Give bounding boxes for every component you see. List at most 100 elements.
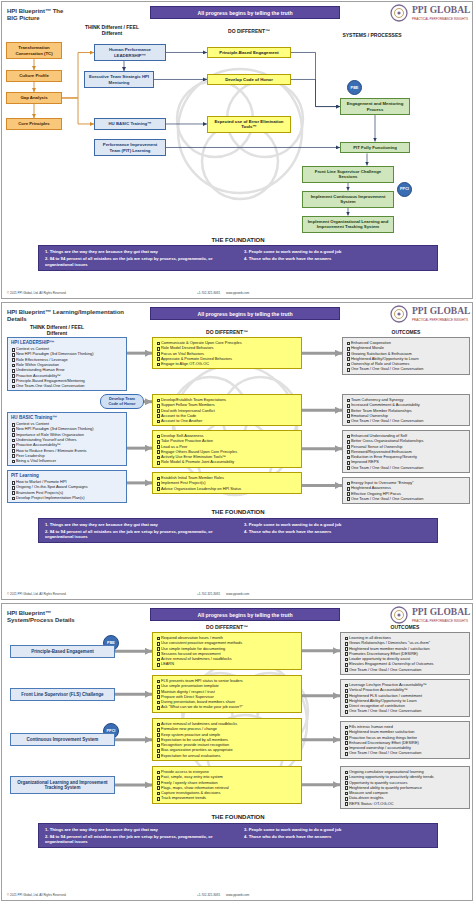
foundation-panel: 1. Things are the way they are because t…	[38, 518, 438, 544]
flow-arrow	[62, 98, 94, 124]
bullet-item: Use simple template for documenting	[156, 646, 298, 651]
bullet-item: Grows Relationships / Diminishes "us-vs-…	[344, 640, 466, 645]
truth-banner: All progress begins by telling the truth	[150, 307, 340, 320]
foundation-principle: 4. Those who do the work have the answer…	[244, 834, 431, 845]
badge-circle: PBE	[347, 80, 362, 95]
bullet-item: Principle-Based Engagement/Mentoring	[11, 378, 123, 383]
flow-arrow	[302, 783, 340, 786]
box-text: Executive Team Strategic HPI Mentoring	[87, 74, 151, 84]
system-box: Front Line Supervisor (FLS) Challenge	[10, 688, 115, 701]
bullet-item: Prepare with Direct Supervisor	[156, 694, 298, 699]
bullet-item: One Team / One Goal / One Conversation	[346, 366, 466, 371]
bullet-item: Communicate & Operate Upon Core Principl…	[156, 340, 298, 345]
flow-arrow	[34, 82, 35, 92]
bullet-item: Data-driven insights	[344, 795, 466, 800]
bullet-item: Leverage Linchpin Proactive Accountabili…	[344, 682, 466, 687]
foundation-principle: 3. People come to work wanting to do a g…	[244, 827, 431, 832]
bullet-item: Ongoing cumulative organizational learni…	[344, 769, 466, 774]
foundation-panel: 1. Things are the way they are because t…	[38, 823, 438, 849]
logo-wordmark: PPI GLOBAL	[412, 5, 474, 15]
bullet-item: Proactive Accountability™	[11, 373, 123, 378]
flow-arrow	[302, 352, 342, 355]
bullet-item: During presentation, board members share	[156, 699, 298, 704]
leadership-box: HU BASIC Training™	[94, 118, 166, 130]
box-text: Implement Organizational Learning and Im…	[305, 219, 391, 229]
bullet-item: Heightened Morale	[346, 345, 466, 350]
action-list: Establish Initial Team Member RolesImple…	[152, 472, 302, 494]
flow-arrow	[115, 693, 152, 696]
flow-arrow	[302, 409, 342, 412]
bullet-item: Develop Self-Awareness	[156, 433, 298, 438]
bullet-item: Peer Leadership	[11, 453, 123, 458]
footer-note: www.ppiweb.com	[226, 593, 286, 597]
bullet-item: Expectation for annual evaluations	[156, 753, 298, 758]
bullet-item: One Team-One Goal-One Conversation	[11, 383, 123, 388]
box-text: Principle-Based Engagement	[210, 50, 288, 55]
badge-text: PBE	[351, 86, 359, 90]
bullet-item: Enhanced Understanding of Self	[346, 433, 466, 438]
column-header: SYSTEMS / PROCESSES	[327, 32, 417, 38]
bullet-item: One Team / One Goal / One Conversation	[346, 465, 466, 470]
action-list: Required observation hours / monthUse co…	[152, 632, 302, 670]
action-box: Principle-Based Engagement	[207, 47, 291, 59]
bullet-item: New HPI Paradigm (3rd Dimension Thinking…	[11, 351, 123, 356]
foundation-band: THE FOUNDATION1. Things are the way they…	[38, 814, 438, 848]
foundation-band: THE FOUNDATION1. Things are the way they…	[38, 237, 438, 271]
action-list: Develop Self-AwarenessTake Positive Proa…	[152, 430, 302, 468]
box-text: All progress begins by telling the truth	[154, 10, 336, 16]
foundation-panel: 1. Things are the way they are because t…	[38, 245, 438, 271]
action-box: Expected use of Error Elimination Tools™	[207, 116, 291, 133]
flow-arrow	[348, 183, 349, 191]
box-text: Continuous Improvement System	[14, 737, 111, 742]
bullet-item: Take Positive Proactive Action	[156, 438, 298, 443]
badge-circle: PPCI	[397, 182, 412, 197]
logo-mark	[391, 5, 407, 21]
action-list: FLS presents team HPI status to senior l…	[152, 675, 302, 713]
outcome-list: Fills intrinsic human needHeightened tea…	[340, 721, 470, 759]
bullet-item: Required observation hours / month	[156, 635, 298, 640]
bullet-item: Active removal of landmines / roadblocks	[156, 656, 298, 661]
page-title: HPI Blueprint™ The BIG Picture	[7, 8, 69, 22]
bullet-item: Being a Vital Influencer	[11, 458, 123, 463]
flow-arrow	[166, 147, 340, 148]
bullet-item: Improved REPS	[346, 459, 466, 464]
bullet-item: One Team / One Goal / One Conversation	[346, 496, 466, 501]
flow-arrow	[375, 115, 376, 141]
column-header: OUTCOMES	[340, 624, 470, 630]
box-heading: HPI LEADERSHIP™	[11, 340, 123, 346]
logo-wordmark: PPI GLOBAL	[412, 607, 474, 617]
outcome-list: Team Coherency and SynergyIncreased Comm…	[342, 394, 470, 426]
box-text: Human Performance LEADERSHIP™	[97, 47, 163, 57]
leadership-box: Executive Team Strategic HPI Mentoring	[84, 71, 154, 88]
bullet-item: Active removal of landmines and roadbloc…	[156, 721, 298, 726]
bullet-item: Understanding Yourself and Others	[11, 437, 123, 442]
assessment-box: Gap Analysis	[6, 92, 62, 104]
bullet-item: New HPI Paradigm (3rd Dimension Thinking…	[11, 426, 123, 431]
bullet-item: Increased Commitment & Accountability	[346, 402, 466, 407]
foundation-principle: 1. Things are the way they are because t…	[45, 249, 232, 254]
column-header: OUTCOMES	[342, 329, 470, 335]
bullet-item: Proactive focus on making things better	[344, 735, 466, 740]
bullet-item: Recognition: provide instant recognition	[156, 742, 298, 747]
blueprint-page: HPI Blueprint™ System/Process DetailsAll…	[1, 603, 473, 901]
bullet-item: Emotional Ownership	[346, 413, 466, 418]
learning-box: HU BASIC Training™Context vs ContentNew …	[7, 412, 127, 466]
bullet-item: Context vs Content	[11, 421, 123, 426]
bullet-item: Freely / openly share information	[156, 780, 298, 785]
flow-arrow	[348, 208, 349, 216]
bullet-item: Expectation to be used by all members	[156, 737, 298, 742]
bullet-item: Heightened Awareness	[346, 485, 466, 490]
bullet-item: Proactive Accountability™	[11, 442, 123, 447]
bullet-item: Ownership of Role and Outcomes	[346, 361, 466, 366]
bullet-item: Use consistent proactive engagement meth…	[156, 640, 298, 645]
system-box: Principle-Based Engagement	[10, 645, 115, 658]
logo-tagline: PRACTICAL PERFORMANCE INSIGHTS	[412, 620, 474, 624]
bullet-item: Direct recognition of contribution	[344, 703, 466, 708]
box-text: Principle-Based Engagement	[14, 649, 111, 654]
bullet-item: Importance of Role Within Organization	[11, 432, 123, 437]
bullet-item: Learning in all directions	[344, 635, 466, 640]
box-text: Culture Profile	[9, 73, 59, 78]
box-text: Performance Improvement Team (PIT) Learn…	[97, 142, 163, 152]
bullet-item: Team Coherency and Synergy	[346, 397, 466, 402]
box-text: Implement Continuous Improvement System	[305, 194, 391, 204]
